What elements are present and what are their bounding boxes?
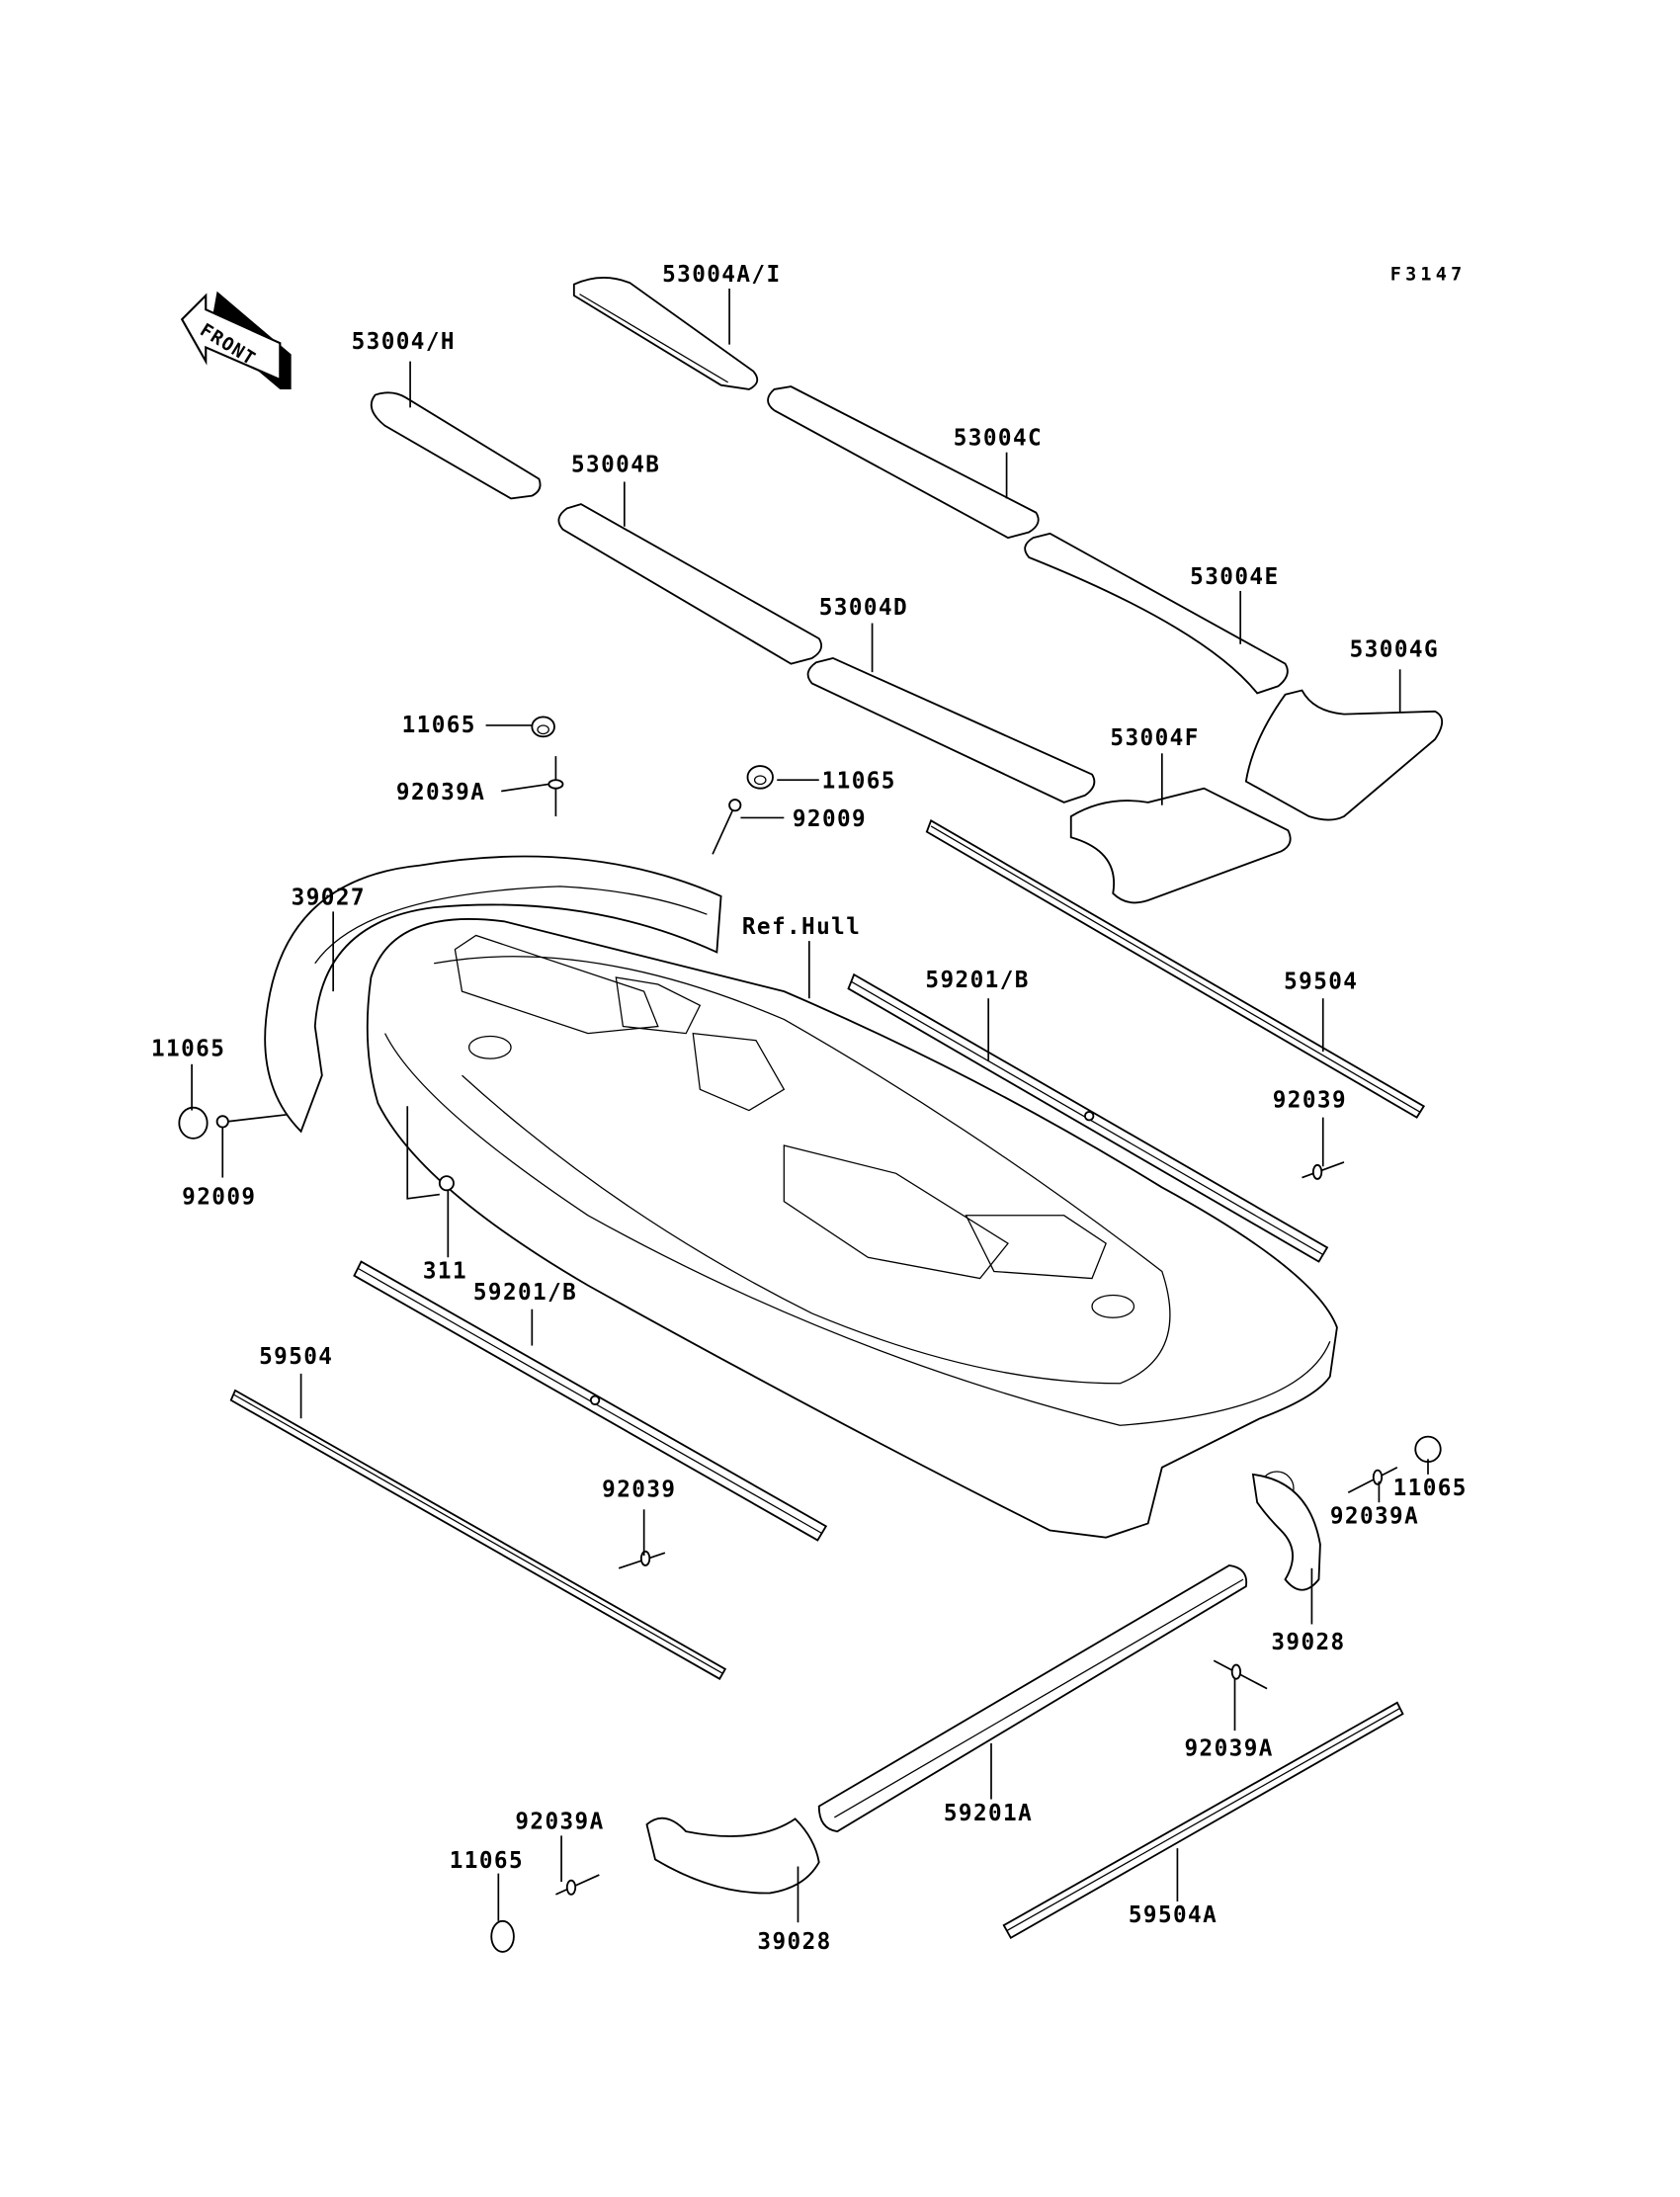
callout-53004H: 53004/H (352, 329, 456, 355)
front-arrow-icon: FRONT (180, 291, 292, 389)
callout-39027: 39027 (292, 885, 366, 910)
callout-92009-b: 92009 (182, 1184, 256, 1210)
callout-92009-a: 92009 (793, 806, 867, 832)
callout-59504A: 59504A (1129, 1902, 1218, 1928)
rail-59504-left (229, 1389, 727, 1680)
callout-53004C: 53004C (954, 426, 1043, 452)
rail-59504-right (925, 818, 1426, 1119)
figure-code: F3147 (1390, 264, 1467, 285)
rail-59201B-left (353, 1260, 828, 1542)
callout-59504-left: 59504 (259, 1344, 333, 1370)
ref-hull-label: Ref.Hull (742, 914, 861, 940)
leader-lines (191, 288, 1429, 1923)
callout-11065-b: 11065 (822, 769, 896, 795)
rail-59201A (817, 1564, 1248, 1833)
nut-311 (438, 1175, 455, 1192)
mat-53004B (557, 503, 822, 665)
rivet-92039-left (618, 1550, 666, 1569)
callout-59504-right: 59504 (1284, 969, 1358, 994)
bumper-39027 (264, 855, 722, 1134)
rail-59504A (1002, 1701, 1404, 1940)
callout-53004F: 53004F (1110, 725, 1199, 751)
callout-53004E: 53004E (1190, 564, 1279, 590)
screw-92009-a (712, 799, 742, 855)
grommet-11065-b (746, 765, 774, 790)
mat-53004F (1069, 787, 1292, 904)
bumper-39028-rear-left (645, 1817, 820, 1895)
rivet-92039A-b (1347, 1467, 1398, 1494)
callout-92039A-d: 92039A (515, 1809, 604, 1834)
callout-11065-e: 11065 (450, 1848, 524, 1874)
callout-92039-right: 92039 (1273, 1088, 1347, 1114)
callout-92039A-c: 92039A (1185, 1736, 1274, 1762)
rail-59201B-right (847, 972, 1329, 1263)
screw-92009-b (215, 1113, 288, 1129)
callout-53004A-I: 53004A/I (662, 262, 781, 288)
mat-53004H (370, 391, 542, 500)
callout-39028-left: 39028 (757, 1929, 831, 1955)
rivet-92039A-c (1213, 1659, 1268, 1690)
grommet-11065-a (531, 716, 555, 738)
callout-311: 311 (423, 1259, 467, 1285)
grommet-11065-d (1414, 1435, 1442, 1464)
callout-39028-right: 39028 (1271, 1630, 1345, 1655)
callout-11065-c: 11065 (151, 1036, 225, 1061)
callout-59201A: 59201A (944, 1801, 1033, 1826)
rivet-92039-right (1302, 1161, 1345, 1180)
callout-92039-left: 92039 (602, 1478, 676, 1503)
mat-53004C (767, 385, 1040, 540)
mat-53004A-I (572, 277, 759, 390)
callout-11065-a: 11065 (402, 713, 476, 738)
callout-53004G: 53004G (1350, 637, 1439, 663)
bumper-39028-rear-right (1251, 1473, 1321, 1591)
callout-53004D: 53004D (819, 595, 908, 621)
callout-53004B: 53004B (571, 453, 660, 478)
cap-11065-c (178, 1106, 209, 1140)
hull-reference (366, 918, 1338, 1539)
rivet-92039A-d (555, 1874, 600, 1896)
callout-11065-d: 11065 (1393, 1476, 1468, 1501)
callout-92039A-a: 92039A (396, 780, 485, 805)
rivet-92039A-a (547, 756, 564, 817)
callout-92039A-b: 92039A (1330, 1503, 1419, 1529)
mat-53004G (1244, 689, 1444, 821)
cap-11065-e (490, 1919, 515, 1953)
mat-53004D (806, 656, 1096, 803)
callout-59201B-left: 59201/B (473, 1280, 577, 1306)
callout-59201B-right: 59201/B (925, 968, 1029, 993)
mat-53004E (1024, 532, 1289, 695)
